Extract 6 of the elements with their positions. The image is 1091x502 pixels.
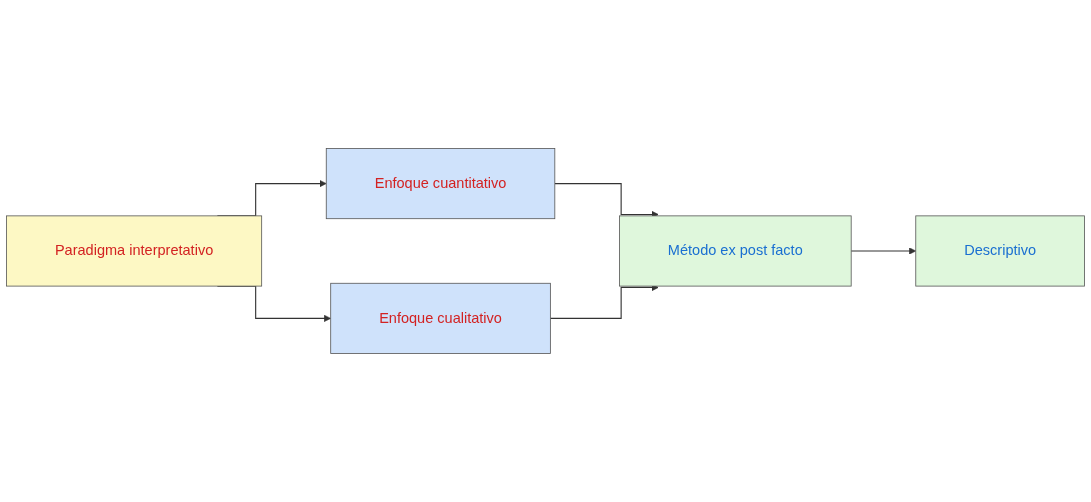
node-box: Paradigma interpretativo — [6, 215, 263, 287]
node-box: Método ex post facto — [619, 215, 852, 287]
arrow — [850, 247, 917, 255]
node-box: Enfoque cuantitativo — [325, 148, 556, 220]
node-box: Descriptivo — [915, 215, 1085, 287]
node-box: Enfoque cualitativo — [330, 282, 551, 354]
